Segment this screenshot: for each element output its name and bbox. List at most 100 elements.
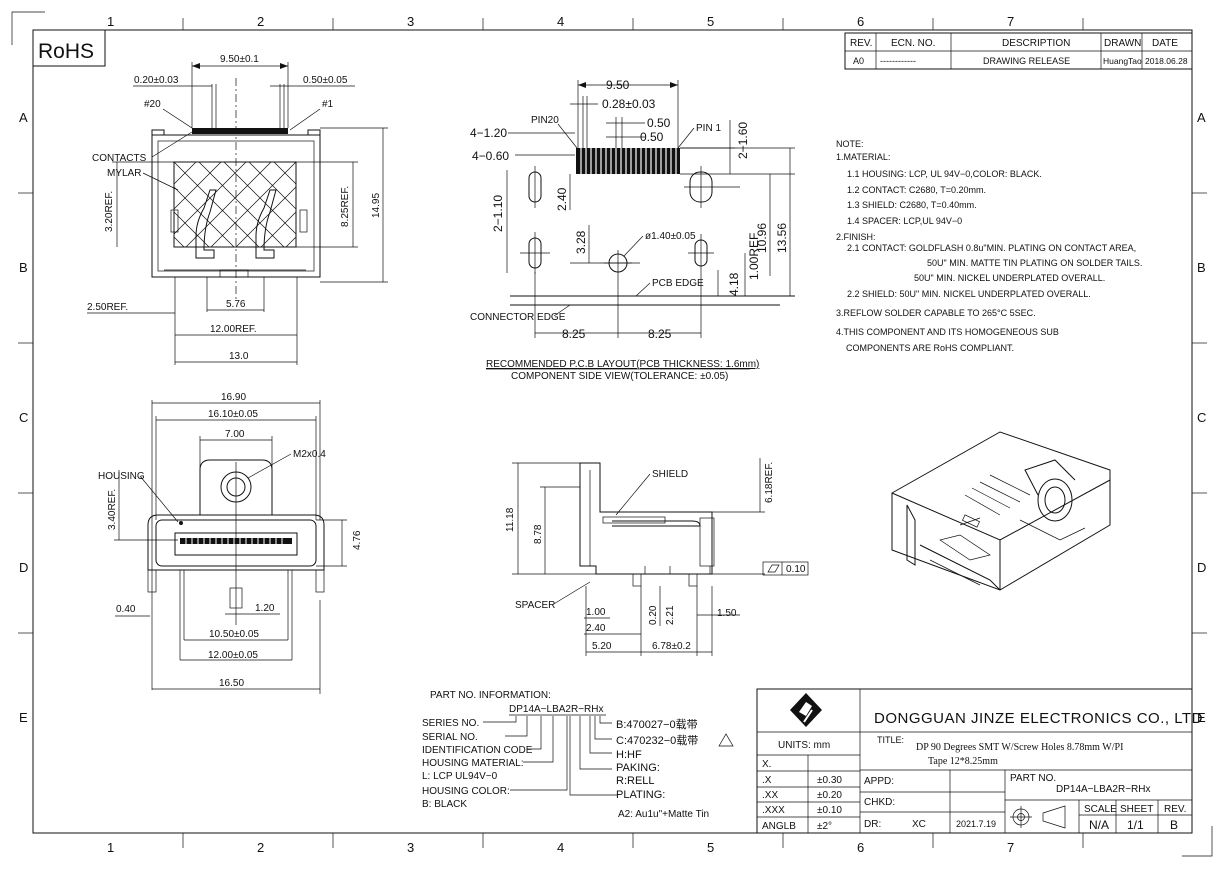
zone-labels-top: 1 2 3 4 5 6 7 — [107, 14, 1014, 29]
dr-date: 2021.7.19 — [956, 819, 996, 829]
zone-right-B: B — [1197, 260, 1206, 275]
zone-top-7: 7 — [1007, 14, 1014, 29]
part-info-right: PLATING: — [616, 789, 665, 801]
zone-labels-left: A B C D E — [19, 110, 28, 725]
pcb-dim-2x110: 2−1.10 — [491, 195, 505, 232]
warning-triangle-icon — [718, 733, 734, 747]
part-info-right: A2: Au1u"+Matte Tin — [618, 809, 709, 820]
top-dim-1495: 14.95 — [371, 193, 382, 218]
tol-row-label: ANGLB — [762, 821, 796, 832]
zone-bottom-5: 5 — [707, 840, 714, 855]
drawing-border — [32, 29, 1193, 834]
tol-row-value: ±0.20 — [817, 790, 842, 801]
zone-right-E: E — [1197, 710, 1206, 725]
zone-right-D: D — [1197, 560, 1206, 575]
zone-top-3: 3 — [407, 14, 414, 29]
zone-top-4: 4 — [557, 14, 564, 29]
notes-block: NOTE: 1.MATERIAL: 1.1 HOUSING: LCP, UL 9… — [836, 139, 1142, 353]
side-dim-240: 2.40 — [586, 623, 606, 634]
side-dim-878: 8.78 — [533, 524, 544, 544]
pcb-caption-1: RECOMMENDED P.C.B LAYOUT(PCB THICKNESS: … — [486, 359, 759, 370]
note-line: 3.REFLOW SOLDER CAPABLE TO 265°C 5SEC. — [836, 308, 1036, 318]
zone-labels-bottom: 1 2 3 4 5 6 7 — [107, 840, 1014, 855]
zone-bottom-6: 6 — [857, 840, 864, 855]
tol-row-value: ±2° — [817, 821, 832, 832]
pcb-dim-240: 2.40 — [555, 187, 569, 211]
units-label: UNITS: mm — [778, 740, 830, 751]
zone-bottom-3: 3 — [407, 840, 414, 855]
note-line: 4.THIS COMPONENT AND ITS HOMOGENEOUS SUB — [836, 327, 1059, 337]
sheet-value: 1/1 — [1127, 818, 1144, 832]
connector-edge-label: CONNECTOR EDGE — [470, 312, 566, 323]
zone-top-2: 2 — [257, 14, 264, 29]
front-dim-1690: 16.90 — [221, 392, 246, 403]
part-number-info: PART NO. INFORMATION: DP14A−LBA2R−RHx SE… — [422, 690, 734, 820]
zone-left-D: D — [19, 560, 28, 575]
side-dim-100: 1.00 — [586, 607, 606, 618]
pcb-dim-950: 9.50 — [606, 78, 630, 92]
zone-right-C: C — [1197, 410, 1206, 425]
note-line: 1.4 SPACER: LCP,UL 94V−0 — [847, 216, 962, 226]
note-line: 1.1 HOUSING: LCP, UL 94V−0,COLOR: BLACK. — [847, 169, 1042, 179]
rev-cell-ecn: ------------ — [880, 56, 916, 66]
pcb-dim-825b: 8.25 — [648, 327, 672, 341]
part-info-code: DP14A−LBA2R−RHx — [509, 704, 604, 715]
zone-left-C: C — [19, 410, 28, 425]
pcb-caption-2: COMPONENT SIDE VIEW(TOLERANCE: ±0.05) — [511, 371, 728, 382]
zone-left-B: B — [19, 260, 28, 275]
rev-header-desc: DESCRIPTION — [1002, 38, 1070, 49]
scale-value: N/A — [1089, 818, 1109, 832]
top-dim-320: 3.20REF. — [104, 191, 115, 232]
pcb-pin1-label: PIN 1 — [696, 123, 721, 134]
revision-table: REV. ECN. NO. DESCRIPTION DRAWN DATE A0 … — [844, 32, 1193, 70]
part-info-right: PAKING: — [616, 762, 660, 774]
rev-header-rev: REV. — [850, 38, 872, 49]
front-dim-120: 1.20 — [255, 603, 275, 614]
part-info-left: HOUSING COLOR: — [422, 786, 510, 797]
top-dim-130: 13.0 — [229, 351, 249, 362]
front-dim-040: 0.40 — [116, 604, 136, 615]
note-line: 1.2 CONTACT: C2680, T=0.20mm. — [847, 185, 986, 195]
pcb-dim-100: 1.00REF — [747, 233, 761, 280]
corner-mark-tl — [11, 11, 45, 45]
rev-cell-rev: A0 — [853, 56, 864, 66]
zone-top-5: 5 — [707, 14, 714, 29]
company-logo-icon — [790, 693, 822, 727]
side-dim-020: 0.20 — [648, 605, 659, 625]
pcb-dim-4x120: 4−1.20 — [470, 126, 507, 140]
part-info-left: HOUSING MATERIAL: — [422, 758, 524, 769]
side-dim-1118: 11.18 — [505, 507, 516, 532]
pcb-dim-1096: 10.96 — [755, 223, 769, 253]
rev-header-drawn: DRAWN — [1104, 38, 1141, 49]
pcb-dim-050b: 0.50 — [640, 130, 664, 144]
note-line: 50U" MIN. NICKEL UNDERPLATED OVERALL. — [914, 273, 1105, 283]
rev-label: REV. — [1164, 804, 1186, 815]
front-dim-1650: 16.50 — [219, 678, 244, 689]
part-info-right: H:HF — [616, 749, 642, 761]
title-line-1: DP 90 Degrees SMT W/Screw Holes 8.78mm W… — [916, 742, 1123, 753]
top-dim-825: 8.25REF. — [340, 186, 351, 227]
pcb-dim-hole: ø1.40±0.05 — [645, 231, 696, 242]
scale-label: SCALE — [1084, 804, 1117, 815]
front-m2-label: M2x0.4 — [293, 449, 326, 460]
part-no-value: DP14A−LBA2R−RHx — [1056, 784, 1151, 795]
note-line: 1.3 SHIELD: C2680, T=0.40mm. — [847, 200, 977, 210]
front-dim-476: 4.76 — [352, 530, 363, 550]
note-line: NOTE: — [836, 139, 864, 149]
pcb-dim-4x060: 4−0.60 — [472, 149, 509, 163]
note-line: 2.FINISH: — [836, 232, 876, 242]
zone-bottom-1: 1 — [107, 840, 114, 855]
top-dim-020: 0.20±0.03 — [134, 75, 179, 86]
title-label: TITLE: — [877, 735, 904, 745]
pcb-dim-328: 3.28 — [574, 230, 588, 254]
isometric-connector-illustration — [891, 431, 1111, 591]
part-info-left: B: BLACK — [422, 799, 467, 810]
pcb-dim-050a: 0.50 — [647, 116, 671, 130]
zone-top-6: 6 — [857, 14, 864, 29]
pcb-dim-418: 4.18 — [727, 272, 741, 296]
side-dim-618: 6.18REF. — [764, 462, 775, 503]
zone-ticks — [18, 18, 1207, 848]
top-dim-1200: 12.00REF. — [210, 324, 257, 335]
top-dim-050: 0.50±0.05 — [303, 75, 348, 86]
